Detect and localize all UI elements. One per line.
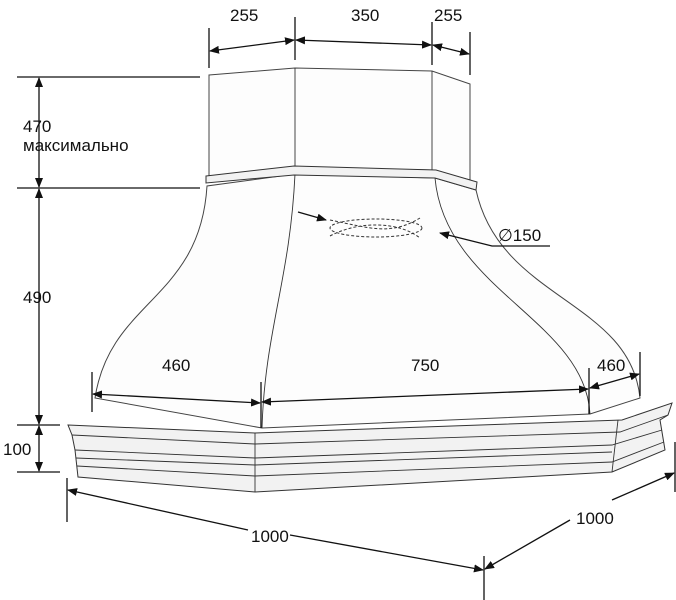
dim-front-width: 1000 [251, 527, 289, 546]
dim-base-height: 100 [3, 440, 31, 459]
dim-top-center: 350 [351, 6, 379, 25]
dim-chimney-height: 470 [23, 117, 51, 136]
dim-top-left: 255 [230, 6, 258, 25]
dim-bottom-right: 460 [597, 356, 625, 375]
collar-molding [205, 165, 478, 191]
outlet-marker [297, 211, 550, 247]
dim-bottom-left: 460 [162, 356, 190, 375]
dim-side-depth: 1000 [576, 509, 614, 528]
hood-chimney [208, 67, 471, 181]
dim-bottom-center: 750 [411, 356, 439, 375]
height-dimension-lines [17, 76, 200, 473]
dim-chimney-note: максимально [23, 136, 129, 155]
outlet-diameter-label: ∅150 [498, 226, 541, 245]
base-molding [67, 402, 673, 493]
top-dimension-lines [208, 17, 471, 75]
dim-top-right: 255 [434, 6, 462, 25]
footprint-dimension-lines [66, 442, 676, 600]
hood-width-dimension-lines [91, 352, 641, 428]
dim-hood-height: 490 [23, 288, 51, 307]
